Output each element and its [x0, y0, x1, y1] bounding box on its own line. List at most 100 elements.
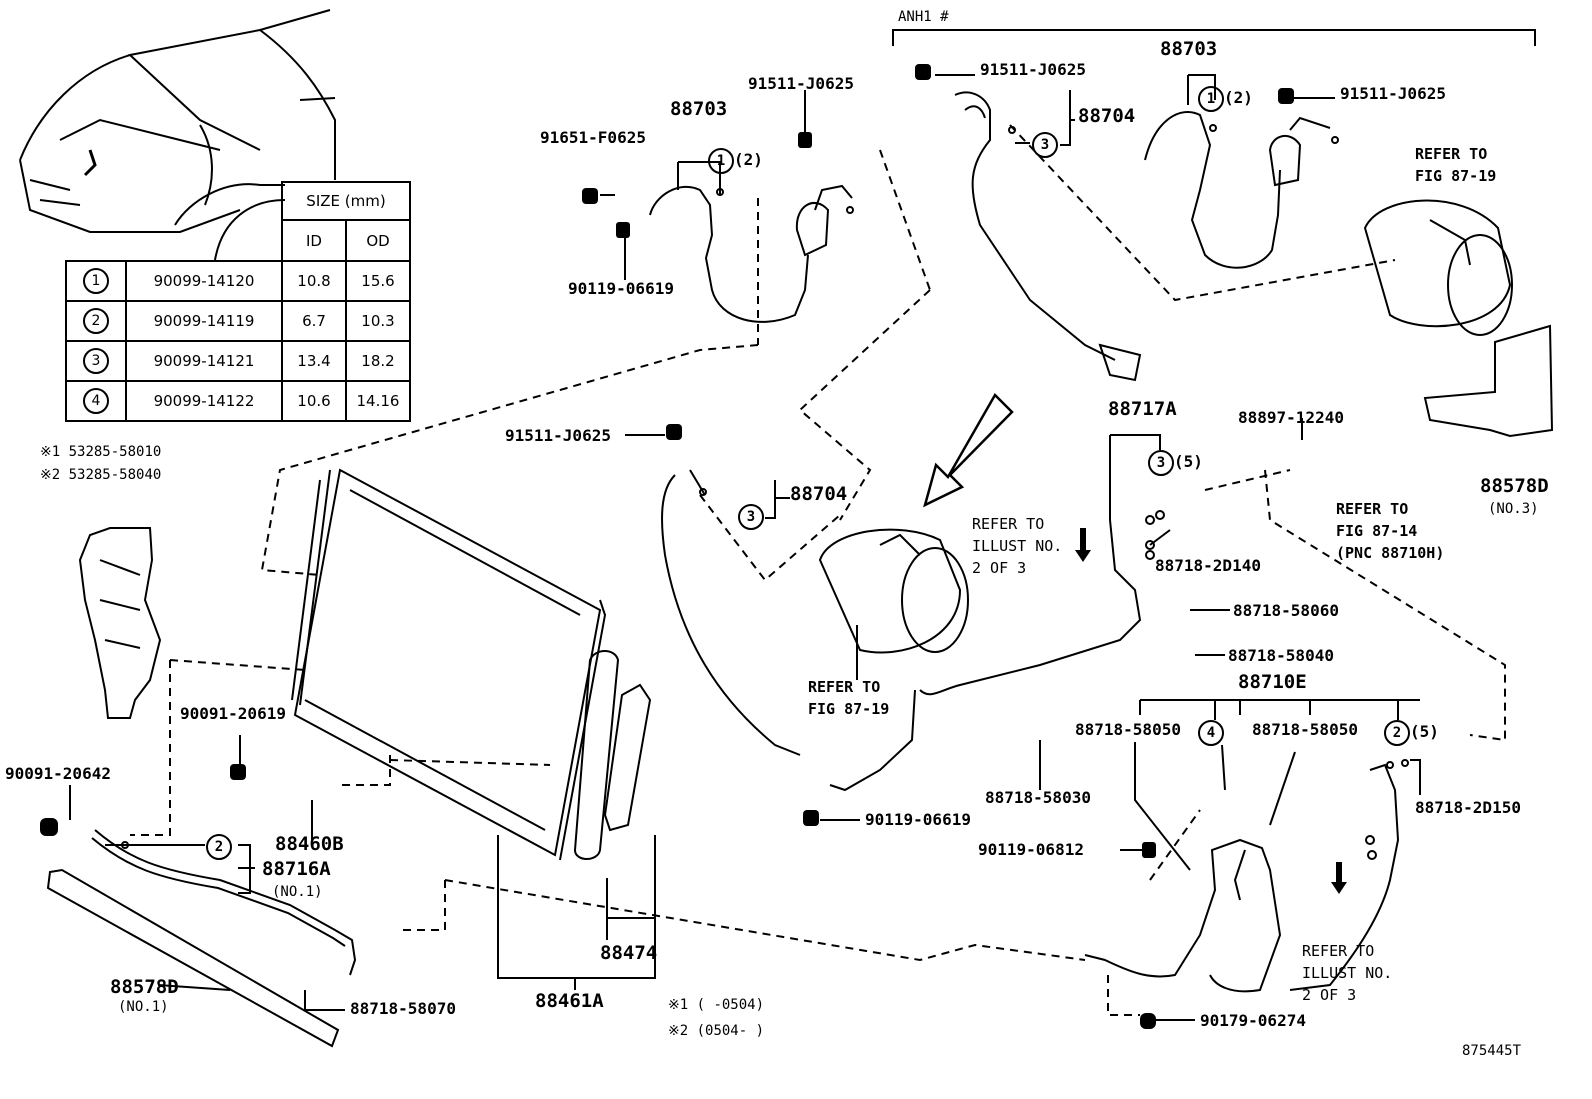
label-88578D-no3: 88578D [1480, 475, 1549, 497]
hose-88704-main [661, 474, 801, 756]
label-88897-12240: 88897-12240 [1238, 408, 1344, 427]
ring-2-right-qty: (5) [1410, 722, 1439, 741]
label-88716A-sub: (NO.1) [272, 884, 323, 900]
compressor-main [818, 528, 962, 654]
label-88716A: 88716A [262, 858, 331, 880]
ring-number: 2 [83, 308, 109, 334]
label-88703-right: 88703 [1160, 38, 1218, 60]
ring-id: 13.4 [281, 340, 347, 382]
label-88718-2D150: 88718-2D150 [1415, 798, 1521, 817]
label-91511-J0625-mid: 91511-J0625 [505, 426, 611, 445]
receiver-tank [573, 650, 620, 860]
compressor-anh1 [1363, 199, 1512, 328]
ring-number: 4 [83, 388, 109, 414]
ring-3-88717: 3 [1148, 450, 1174, 476]
ring-part: 90099-14120 [125, 260, 283, 302]
ring-part: 90099-14122 [125, 380, 283, 422]
refer-illust-a: REFER TO ILLUST NO. 2 OF 3 [972, 515, 1063, 577]
size-col-id: ID [281, 219, 347, 262]
vehicle-sketch [19, 9, 336, 261]
size-col-od: OD [345, 219, 411, 262]
ring-id: 6.7 [281, 300, 347, 342]
label-88718-2D140: 88718-2D140 [1155, 556, 1261, 575]
label-91511-J0625-right: 91511-J0625 [1340, 84, 1446, 103]
label-88718-58050-a: 88718-58050 [1075, 720, 1181, 739]
view-direction-arrow [923, 392, 1014, 508]
label-90179-06274: 90179-06274 [1200, 1011, 1306, 1030]
ring-number: 3 [83, 348, 109, 374]
refer-arrows [1075, 528, 1347, 894]
ring-id: 10.8 [281, 260, 347, 302]
label-90119-06812: 90119-06812 [978, 840, 1084, 859]
refer-fig-87-19-comp: REFER TO FIG 87-19 [808, 678, 890, 718]
ring-od: 15.6 [345, 260, 411, 302]
side-seal [603, 683, 652, 832]
label-90119-06619-top: 90119-06619 [568, 279, 674, 298]
note-date-2: ※2 (0504- ) [668, 1023, 765, 1039]
figure-code: 875445T [1462, 1043, 1522, 1059]
size-row: 3 90099-14121 13.4 18.2 [65, 340, 411, 382]
label-90091-20619: 90091-20619 [180, 704, 286, 723]
hose-88704-anh1 [954, 91, 1116, 361]
tube-88703-anh1 [1144, 111, 1281, 269]
label-88703-left: 88703 [670, 98, 728, 120]
condenser [291, 468, 607, 861]
ring-part: 90099-14121 [125, 340, 283, 382]
label-88460B: 88460B [275, 833, 344, 855]
label-91651-F0625: 91651-F0625 [540, 128, 646, 147]
ring-od: 10.3 [345, 300, 411, 342]
bracket-53285 [78, 527, 162, 719]
label-88474: 88474 [600, 942, 658, 964]
ring-4: 4 [1198, 720, 1224, 746]
label-88461A: 88461A [535, 990, 604, 1012]
label-88578D-no1-sub: (NO.1) [118, 999, 169, 1015]
label-88718-58070: 88718-58070 [350, 999, 456, 1018]
label-88718-58040: 88718-58040 [1228, 646, 1334, 665]
ring-2-left: 2 [206, 834, 232, 860]
label-88704-mid: 88704 [790, 483, 848, 505]
ring-number: 1 [83, 268, 109, 294]
ring-3-anh1: 3 [1032, 132, 1058, 158]
ring-1-left: 1 [708, 148, 734, 174]
ring-part: 90099-14119 [125, 300, 283, 342]
tube-88710E [1084, 838, 1282, 993]
label-91511-J0625-anh1: 91511-J0625 [980, 60, 1086, 79]
label-88717A: 88717A [1108, 398, 1177, 420]
ring-od: 14.16 [345, 380, 411, 422]
label-88718-58030: 88718-58030 [985, 788, 1091, 807]
anh1-label: ANH1 # [898, 9, 949, 25]
size-row: 4 90099-14122 10.6 14.16 [65, 380, 411, 422]
size-table-title: SIZE (mm) [281, 181, 411, 221]
ring-3-mid: 3 [738, 504, 764, 530]
refer-fig-87-19-top: REFER TO FIG 87-19 [1415, 145, 1497, 185]
ring-3-88717-qty: (5) [1174, 452, 1203, 471]
refer-fig-87-14: REFER TO FIG 87-14 (PNC 88710H) [1336, 500, 1445, 562]
size-table: SIZE (mm) ID OD 1 90099-14120 10.8 15.6 … [65, 181, 411, 422]
seal-88578D-no3 [1423, 324, 1554, 438]
label-88704-anh1: 88704 [1078, 105, 1136, 127]
label-88718-58060: 88718-58060 [1233, 601, 1339, 620]
ring-1-left-qty: (2) [734, 150, 763, 169]
ring-1-right-qty: (2) [1224, 88, 1253, 107]
label-90091-20642: 90091-20642 [5, 764, 111, 783]
ring-2-right: 2 [1384, 720, 1410, 746]
label-88578D-no1: 88578D [110, 976, 179, 998]
size-row: 2 90099-14119 6.7 10.3 [65, 300, 411, 342]
refer-illust-b: REFER TO ILLUST NO. 2 OF 3 [1302, 942, 1393, 1004]
seal-88578D-no1 [46, 868, 340, 1048]
ring-1-right: 1 [1198, 86, 1224, 112]
label-90119-06619-bottom: 90119-06619 [865, 810, 971, 829]
anh1-bracket-line [892, 29, 1536, 46]
label-88578D-no3-sub: (NO.3) [1488, 501, 1539, 517]
note-bracket-2: ※2 53285-58040 [40, 467, 162, 483]
label-88710E: 88710E [1238, 671, 1307, 693]
label-88718-58050-b: 88718-58050 [1252, 720, 1358, 739]
label-91511-J0625-top: 91511-J0625 [748, 74, 854, 93]
note-bracket-1: ※1 53285-58010 [40, 444, 162, 460]
tube-88717A [919, 519, 1142, 696]
size-row: 1 90099-14120 10.8 15.6 [65, 260, 411, 302]
note-date-1: ※1 ( -0504) [668, 997, 765, 1013]
ring-od: 18.2 [345, 340, 411, 382]
tube-88703-left [649, 185, 809, 323]
